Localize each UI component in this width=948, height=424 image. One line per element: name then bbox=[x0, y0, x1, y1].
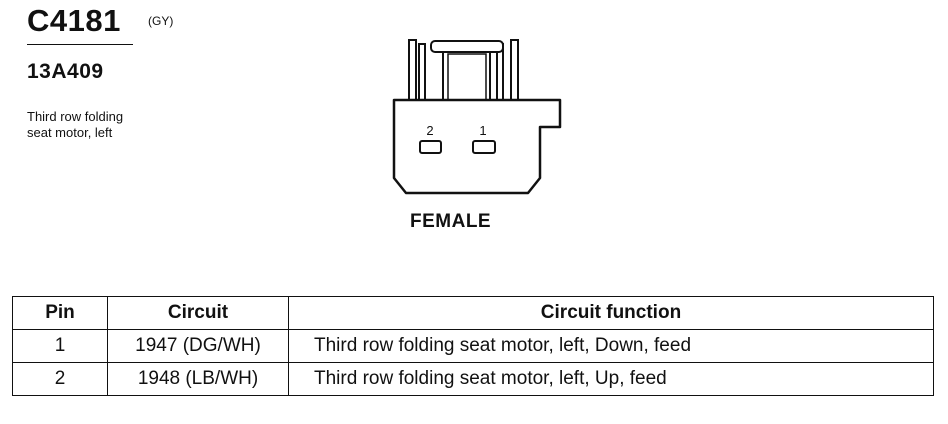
connector-description: Third row folding seat motor, left bbox=[27, 109, 187, 141]
pin-1-label: 1 bbox=[479, 123, 486, 138]
cell-circuit: 1948 (LB/WH) bbox=[107, 362, 289, 396]
connector-id-underline bbox=[27, 44, 133, 45]
connector-id: C4181 bbox=[27, 3, 121, 38]
table-row: 1 1947 (DG/WH) Third row folding seat mo… bbox=[12, 329, 934, 363]
right-latch-outer-post bbox=[510, 39, 519, 101]
table-header-row: Pin Circuit Circuit function bbox=[12, 296, 934, 330]
cell-pin: 1 bbox=[12, 329, 108, 363]
cell-pin: 2 bbox=[12, 362, 108, 396]
pin-1-cavity bbox=[472, 140, 496, 154]
cell-circuit: 1947 (DG/WH) bbox=[107, 329, 289, 363]
pin-assignment-table: Pin Circuit Circuit function 1 1947 (DG/… bbox=[12, 296, 934, 396]
pin-2-cavity bbox=[419, 140, 442, 154]
description-line-2: seat motor, left bbox=[27, 125, 113, 140]
cell-circuit-function: Third row folding seat motor, left, Up, … bbox=[288, 362, 934, 396]
latch-bridge bbox=[430, 40, 504, 53]
left-latch-outer-post bbox=[408, 39, 417, 101]
header-circuit: Circuit bbox=[107, 296, 289, 330]
left-latch-inner-post bbox=[418, 43, 426, 101]
table-row: 2 1948 (LB/WH) Third row folding seat mo… bbox=[12, 362, 934, 396]
description-line-1: Third row folding bbox=[27, 109, 124, 124]
cell-circuit-function: Third row folding seat motor, left, Down… bbox=[288, 329, 934, 363]
connector-face-diagram: 2 1 bbox=[392, 39, 562, 195]
latch-body bbox=[442, 51, 491, 101]
header-circuit-function: Circuit function bbox=[288, 296, 934, 330]
color-code: (GY) bbox=[148, 14, 174, 28]
connector-gender-label: FEMALE bbox=[410, 211, 492, 232]
header-pin: Pin bbox=[12, 296, 108, 330]
part-number: 13A409 bbox=[27, 60, 104, 83]
pin-2-label: 2 bbox=[426, 123, 433, 138]
